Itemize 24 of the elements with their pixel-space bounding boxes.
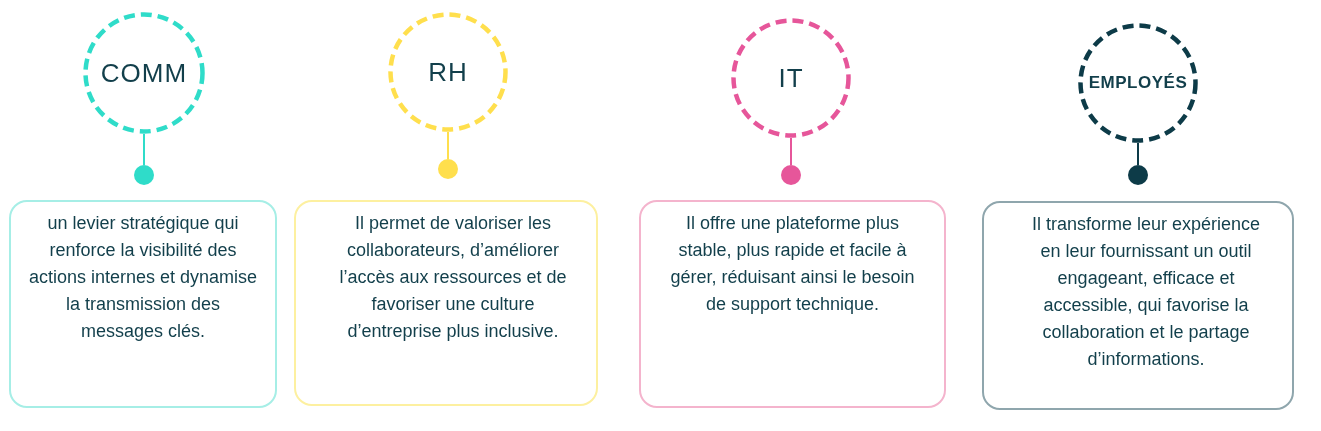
- circle-label: EMPLOYÉS: [1088, 73, 1188, 93]
- description-text: Il offre une plateforme plus stable, plus rapide et facile à gérer, réduisant ainsi le besoin de support technique.: [669, 212, 916, 316]
- description-text: un levier stratégique qui renforce la visibilité des actions internes et dynamise la transmission des messages clés.: [27, 212, 259, 343]
- dot-icon: [438, 159, 458, 179]
- description-card: [9, 200, 277, 408]
- description-card: [982, 201, 1294, 410]
- dot-icon: [781, 165, 801, 185]
- connector-line: [143, 133, 145, 166]
- dashed-circle: [83, 12, 205, 134]
- description-text: Il permet de valoriser les collaborateurs, d’améliorer l’accès aux ressources et de favoriser une culture d’entreprise plus inclusive.: [338, 212, 568, 343]
- circle-label: RH: [428, 56, 468, 88]
- description-card: [639, 200, 946, 408]
- description-card: [294, 200, 598, 406]
- circle-label: COMM: [100, 57, 188, 89]
- description-text: Il transforme leur expérience en leur fournissant un outil engageant, efficace et accessible, qui favorise la collaboration et le partage d’informations.: [1030, 213, 1262, 371]
- connector-line: [790, 137, 792, 166]
- dot-icon: [1128, 165, 1148, 185]
- dot-icon: [134, 165, 154, 185]
- connector-line: [447, 131, 449, 160]
- dashed-circle: [731, 18, 851, 138]
- dashed-circle: [1078, 23, 1198, 143]
- circle-label: IT: [778, 62, 804, 94]
- dashed-circle: [388, 12, 508, 132]
- connector-line: [1137, 142, 1139, 166]
